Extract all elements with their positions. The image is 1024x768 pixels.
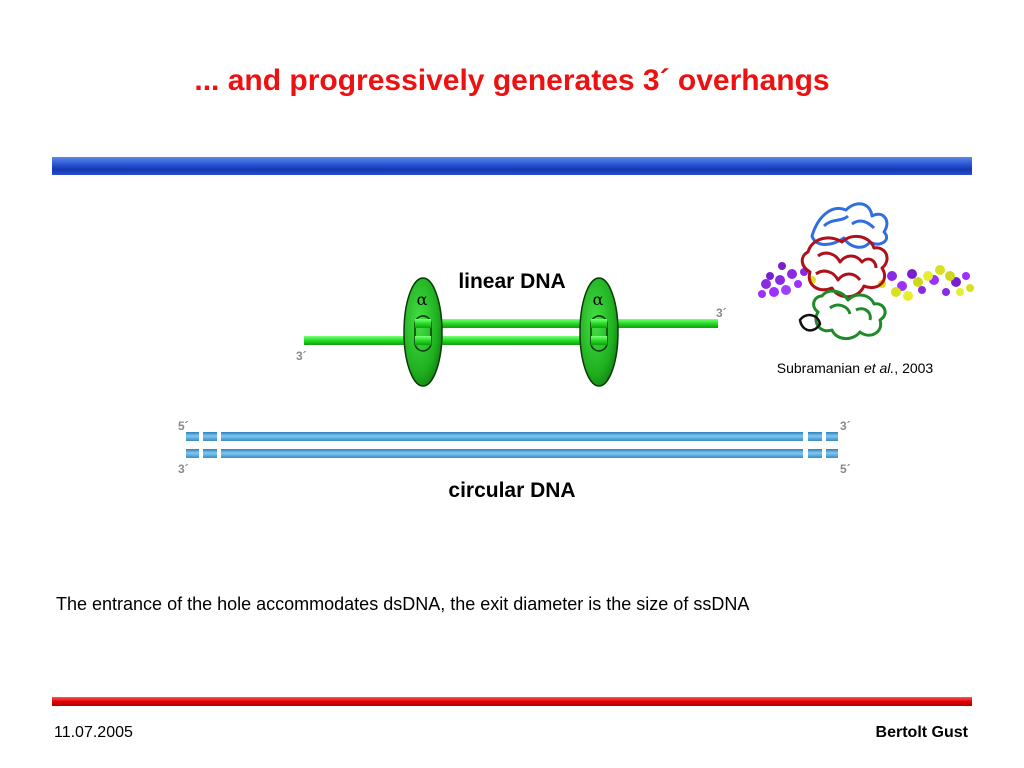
footer-date: 11.07.2005 — [54, 724, 133, 741]
slide-caption: The entrance of the hole accommodates ds… — [56, 594, 750, 614]
linear-end-label-bottom: 3´ — [296, 349, 307, 363]
circular-left-bottom-label: 3´ — [178, 462, 189, 476]
protein-ribbon-green — [812, 289, 887, 340]
structure-citation: Subramanian et al., 2003 — [740, 360, 970, 376]
alpha-label-right: α — [593, 290, 604, 309]
circular-right-top-label: 3´ — [840, 419, 851, 433]
circular-right-bottom-label: 5´ — [840, 462, 851, 476]
linear-strand-top — [420, 319, 718, 328]
citation-year: , 2003 — [894, 360, 934, 376]
footer-author: Bertolt Gust — [875, 724, 968, 741]
dna-helix-spheres — [758, 262, 974, 301]
linear-dna-label: linear DNA — [458, 270, 565, 293]
circular-left-top-label: 5´ — [178, 419, 189, 433]
circular-dna-label: circular DNA — [448, 479, 575, 502]
protein-structure-image — [758, 202, 974, 340]
slide-title: ... and progressively generates 3´ overh… — [194, 64, 830, 97]
exonuclease-ring-right — [579, 277, 619, 387]
alpha-label-left: α — [417, 290, 428, 309]
protein-ribbon-blue — [810, 202, 889, 249]
exonuclease-ring-left — [403, 277, 443, 387]
citation-etal: et al. — [863, 360, 895, 376]
linear-strand-bottom — [304, 336, 602, 345]
protein-ribbon-dark — [798, 313, 822, 332]
linear-end-label-top: 3´ — [716, 306, 727, 320]
circular-strand-top — [186, 432, 838, 441]
footer-rule-red — [52, 697, 972, 706]
citation-author: Subramanian — [776, 360, 861, 376]
title-rule-blue — [52, 157, 972, 175]
protein-ribbon-red — [800, 234, 889, 299]
circular-strand-bottom — [186, 449, 838, 458]
